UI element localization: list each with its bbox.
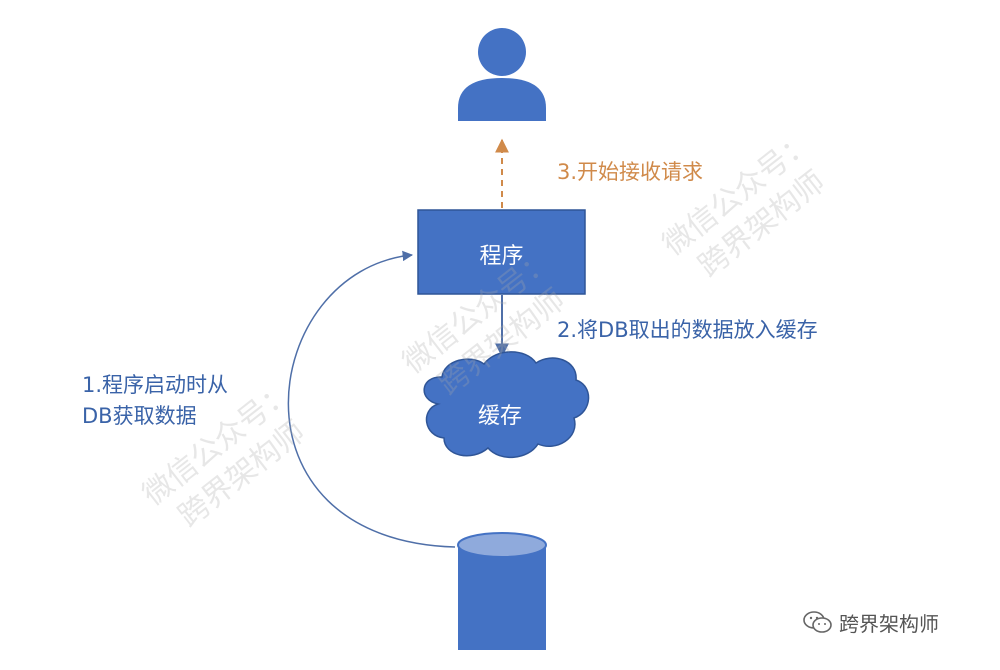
- brand-name: 跨界架构师: [839, 612, 939, 636]
- cache-cloud: [423, 351, 590, 459]
- step2-label: 2.将DB取出的数据放入缓存: [557, 318, 818, 342]
- database-icon: [457, 532, 547, 650]
- user-icon: [458, 28, 546, 121]
- step1-label-line2: DB获取数据: [82, 404, 197, 428]
- program-box: [417, 209, 586, 295]
- cache-label: 缓存: [477, 404, 522, 429]
- step1-label-line1: 1.程序启动时从: [82, 373, 229, 397]
- step1-arrow: [287, 250, 456, 548]
- wechat-icon: [803, 610, 832, 633]
- step3-label: 3.开始接收请求: [557, 160, 704, 184]
- program-label: 程序: [479, 244, 524, 269]
- brand-badge: 跨界架构师: [803, 608, 939, 637]
